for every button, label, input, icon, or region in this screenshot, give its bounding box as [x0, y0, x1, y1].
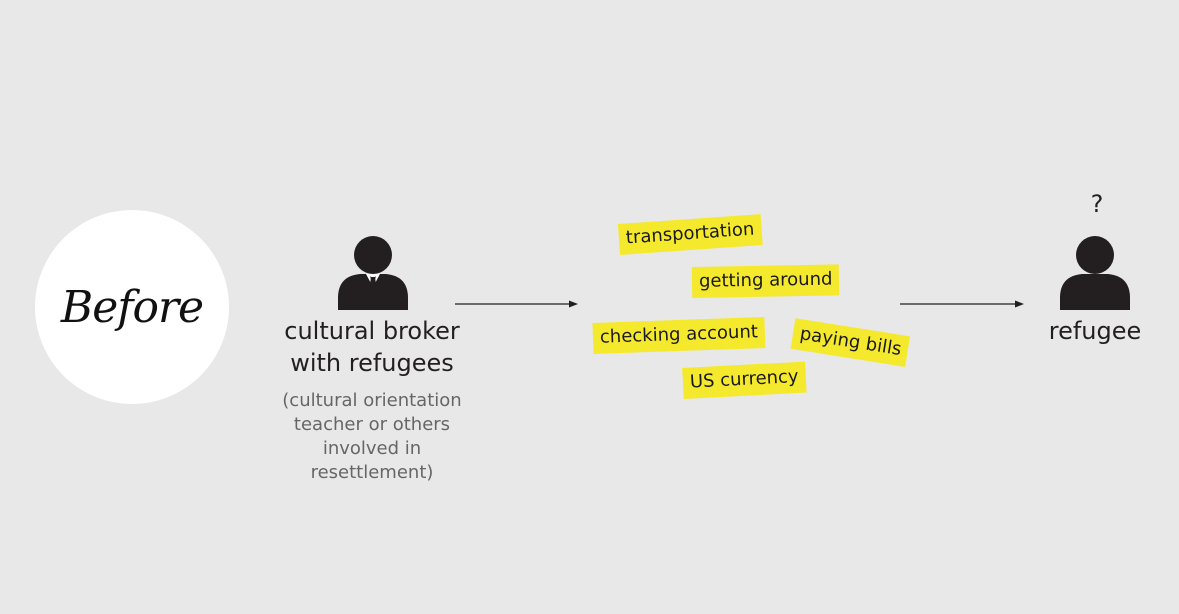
topic-tag: US currency [682, 361, 807, 399]
refugee-label: refugee [1048, 317, 1142, 345]
broker-description-line2: teacher or others [293, 414, 451, 435]
arrow-topics-to-refugee [900, 300, 1024, 308]
broker-label-line1: cultural broker [284, 317, 460, 345]
refugee-person-icon [1060, 236, 1130, 310]
before-label: Before [60, 281, 204, 333]
broker-label-line2: with refugees [290, 349, 454, 377]
broker-description-line1: (cultural orientation [282, 390, 462, 411]
before-badge: Before [35, 210, 229, 404]
broker-description: (cultural orientation teacher or others … [262, 389, 482, 485]
topic-tag: checking account [592, 317, 766, 354]
broker-description-line4: resettlement) [310, 462, 434, 483]
broker-person-icon [338, 236, 408, 310]
question-mark: ? [1090, 190, 1104, 218]
broker-label: cultural broker with refugees [262, 315, 482, 379]
arrow-broker-to-topics [455, 300, 578, 308]
broker-description-line3: involved in [322, 438, 422, 459]
topic-tag: getting around [691, 264, 840, 298]
